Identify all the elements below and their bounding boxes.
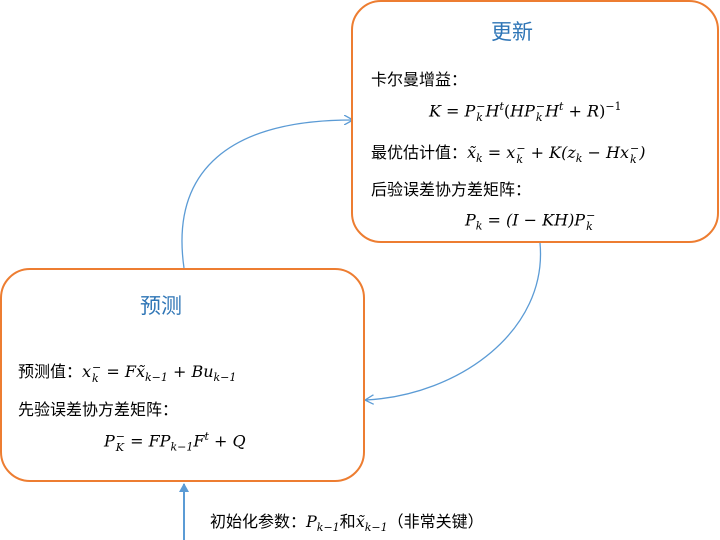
- prediction-formula: x−k = Fx̃k−1 + Buk−1: [82, 360, 237, 385]
- prior-cov-label: 先验误差协方差矩阵：: [18, 400, 179, 419]
- prior-cov-formula: P−K = FPk−1Ft + Q: [104, 429, 246, 454]
- init-label: 初始化参数：: [210, 512, 307, 531]
- posterior-cov-label: 后验误差协方差矩阵：: [371, 180, 532, 199]
- init-param-p: Pk−1: [306, 512, 340, 535]
- prediction-label: 预测值：: [18, 362, 83, 381]
- update-title: 更新: [491, 20, 533, 44]
- init-params-row: 初始化参数：Pk−1和x̃k−1（非常关键）: [210, 508, 484, 534]
- optimal-estimate-label: 最优估计值：: [371, 143, 468, 162]
- predict-to-update-arrow: [181, 120, 352, 269]
- kalman-gain-label: 卡尔曼增益：: [371, 70, 468, 89]
- init-note: （非常关键）: [387, 512, 484, 531]
- predict-title: 预测: [140, 294, 182, 318]
- optimal-estimate-row: 最优估计值：x̃k = x−k + K(zk − Hx−k): [371, 139, 646, 166]
- posterior-cov-formula: Pk = (I − KH)P−k: [465, 209, 596, 233]
- init-param-x: x̃k−1: [355, 512, 388, 535]
- optimal-estimate-formula: x̃k = x−k + K(zk − Hx−k): [467, 141, 646, 166]
- predict-box: 预测 预测值：x−k = Fx̃k−1 + Buk−1 先验误差协方差矩阵： P…: [0, 268, 365, 482]
- prediction-row: 预测值：x−k = Fx̃k−1 + Buk−1: [18, 358, 237, 385]
- init-conjunction: 和: [339, 512, 356, 531]
- update-to-predict-arrow: [366, 242, 542, 400]
